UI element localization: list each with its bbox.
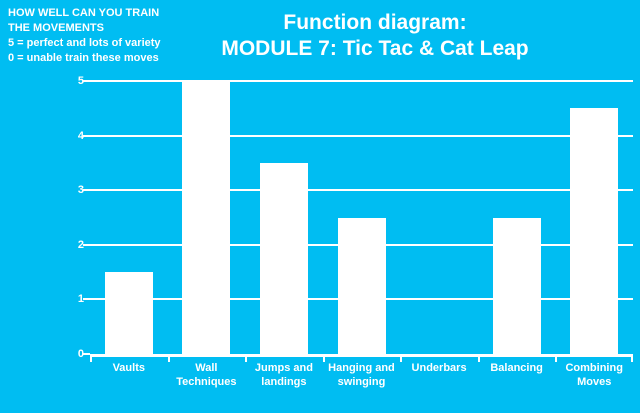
x-tick-label: Underbars [400,361,478,375]
y-tick-label: 3 [77,184,84,197]
bar [182,81,231,354]
x-tick-label: Vaults [90,361,168,375]
x-tick-label-line: Combining [565,362,623,374]
y-tick-label: 5 [77,75,84,87]
y-axis-tick [83,243,90,246]
x-tick-label-line: Vaults [112,362,145,374]
x-axis-tick [400,354,403,362]
x-tick-label-line: Wall [195,362,218,374]
x-axis-tick [631,354,633,362]
y-axis-tick [83,80,90,82]
bar [104,272,153,354]
bar [259,162,308,354]
x-tick-label: Hanging and swinging [323,361,401,389]
rating-legend-line: 0 = unable train these moves [8,52,159,64]
rating-legend: HOW WELL CAN YOU TRAIN THE MOVEMENTS 5 =… [8,6,238,66]
rating-legend-line: THE MOVEMENTS [8,22,104,34]
x-axis-tick [477,354,480,362]
gridline [90,80,633,82]
x-tick-label-line: Underbars [411,362,467,374]
x-tick-label-line: Moves [577,376,612,388]
chart-title-line1: Function diagram: [283,11,467,34]
x-tick-label-line: landings [261,376,307,388]
chart-title-line2: MODULE 7: Tic Tac & Cat Leap [221,37,529,60]
y-tick-label: 4 [77,129,84,142]
y-axis-tick [83,134,90,137]
x-tick-label-line: Techniques [176,376,237,388]
y-tick-label: 0 [77,348,84,360]
x-tick-label: Balancing [478,361,556,375]
x-tick-label: Jumps and landings [245,361,323,389]
bar [492,217,541,354]
x-tick-label-line: Hanging and [328,362,395,374]
x-tick-label-line: swinging [337,376,386,388]
y-axis-tick [83,298,90,301]
chart-title: Function diagram: MODULE 7: Tic Tac & Ca… [110,10,640,62]
x-axis-tick [90,354,92,362]
x-tick-label-line: Jumps and [254,362,313,374]
rating-legend-line: HOW WELL CAN YOU TRAIN [8,7,160,19]
y-axis-tick [83,353,90,355]
bar [570,108,619,354]
x-axis-tick [167,354,170,362]
rating-legend-line: 5 = perfect and lots of variety [8,37,161,49]
y-tick-label: 1 [77,293,84,306]
bar [337,217,386,354]
x-tick-label-line: Balancing [490,362,543,374]
x-axis-tick [322,354,325,362]
x-axis-tick [555,354,558,362]
gridline [90,134,633,137]
y-tick-label: 2 [77,238,84,251]
x-axis-tick [245,354,248,362]
gridline [90,189,633,192]
plot-area [90,80,633,362]
y-axis-tick [83,189,90,192]
